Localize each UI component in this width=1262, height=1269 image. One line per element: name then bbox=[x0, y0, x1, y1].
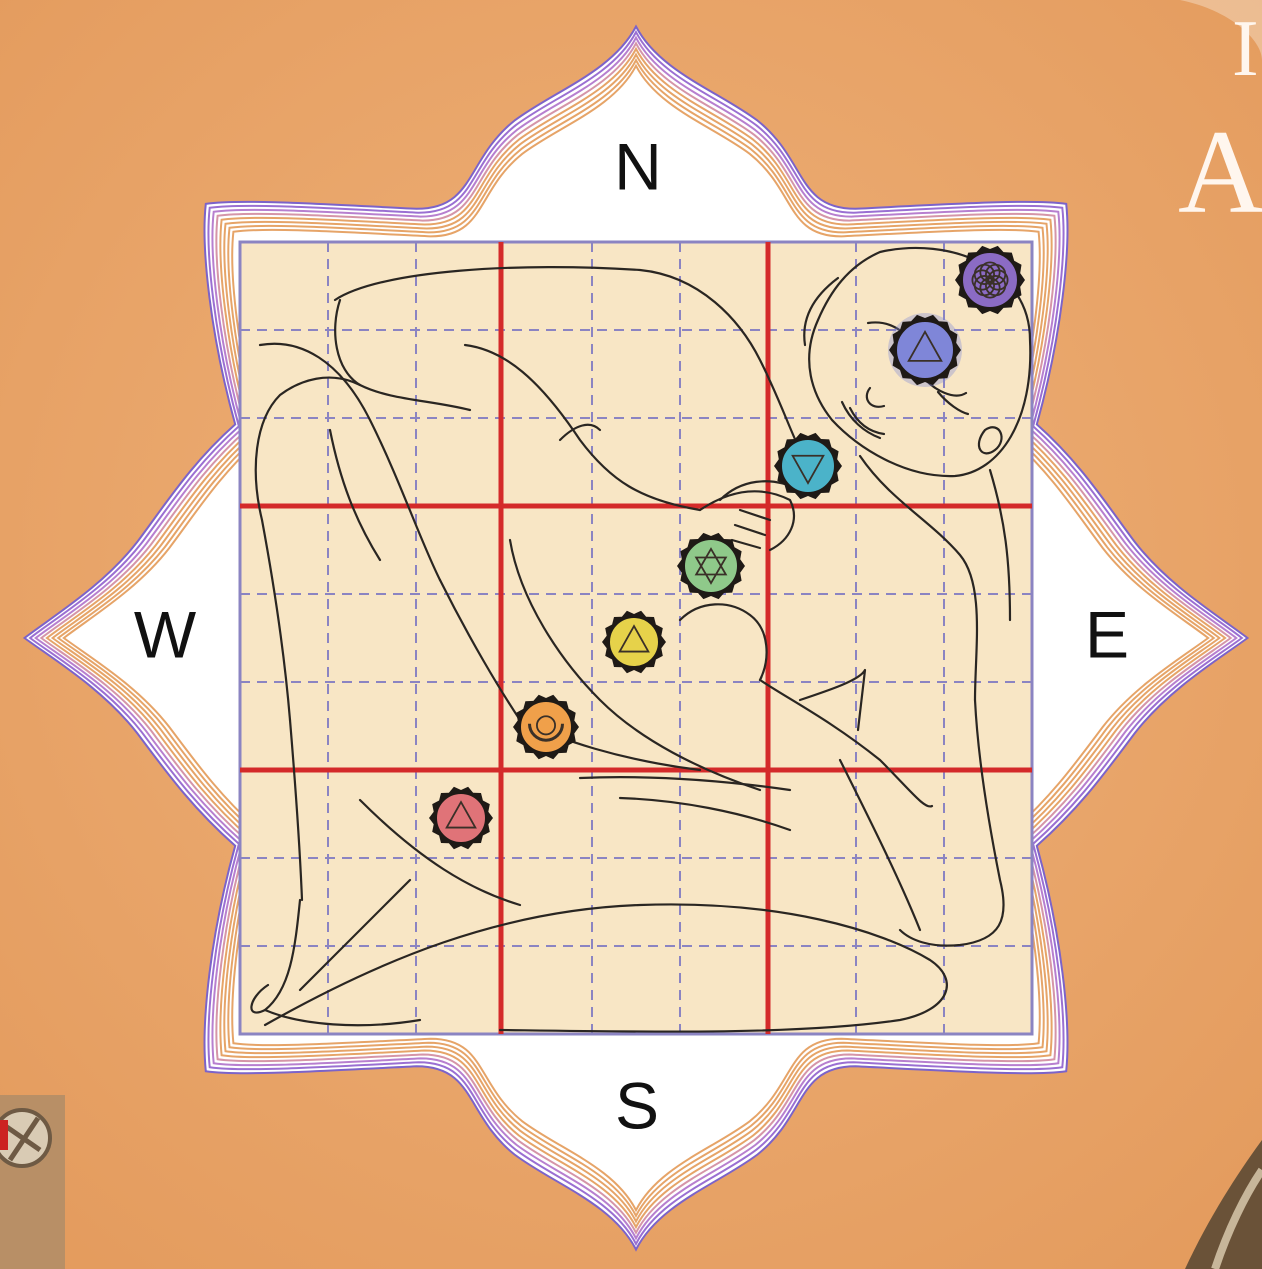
chakra-disc bbox=[684, 539, 738, 593]
chakra-disc bbox=[520, 701, 572, 753]
chakra-third-eye bbox=[888, 313, 962, 387]
corner-letter-2: A bbox=[1178, 105, 1262, 238]
corner-decor-bottom-left bbox=[0, 1095, 65, 1269]
east-label: E bbox=[1085, 597, 1129, 671]
south-label: S bbox=[615, 1068, 659, 1142]
west-label: W bbox=[134, 597, 197, 671]
chakra-disc bbox=[781, 439, 835, 493]
chakra-disc bbox=[962, 252, 1018, 308]
corner-letter-1: I bbox=[1232, 5, 1259, 93]
chakra-disc bbox=[896, 321, 954, 379]
north-label: N bbox=[614, 129, 662, 203]
